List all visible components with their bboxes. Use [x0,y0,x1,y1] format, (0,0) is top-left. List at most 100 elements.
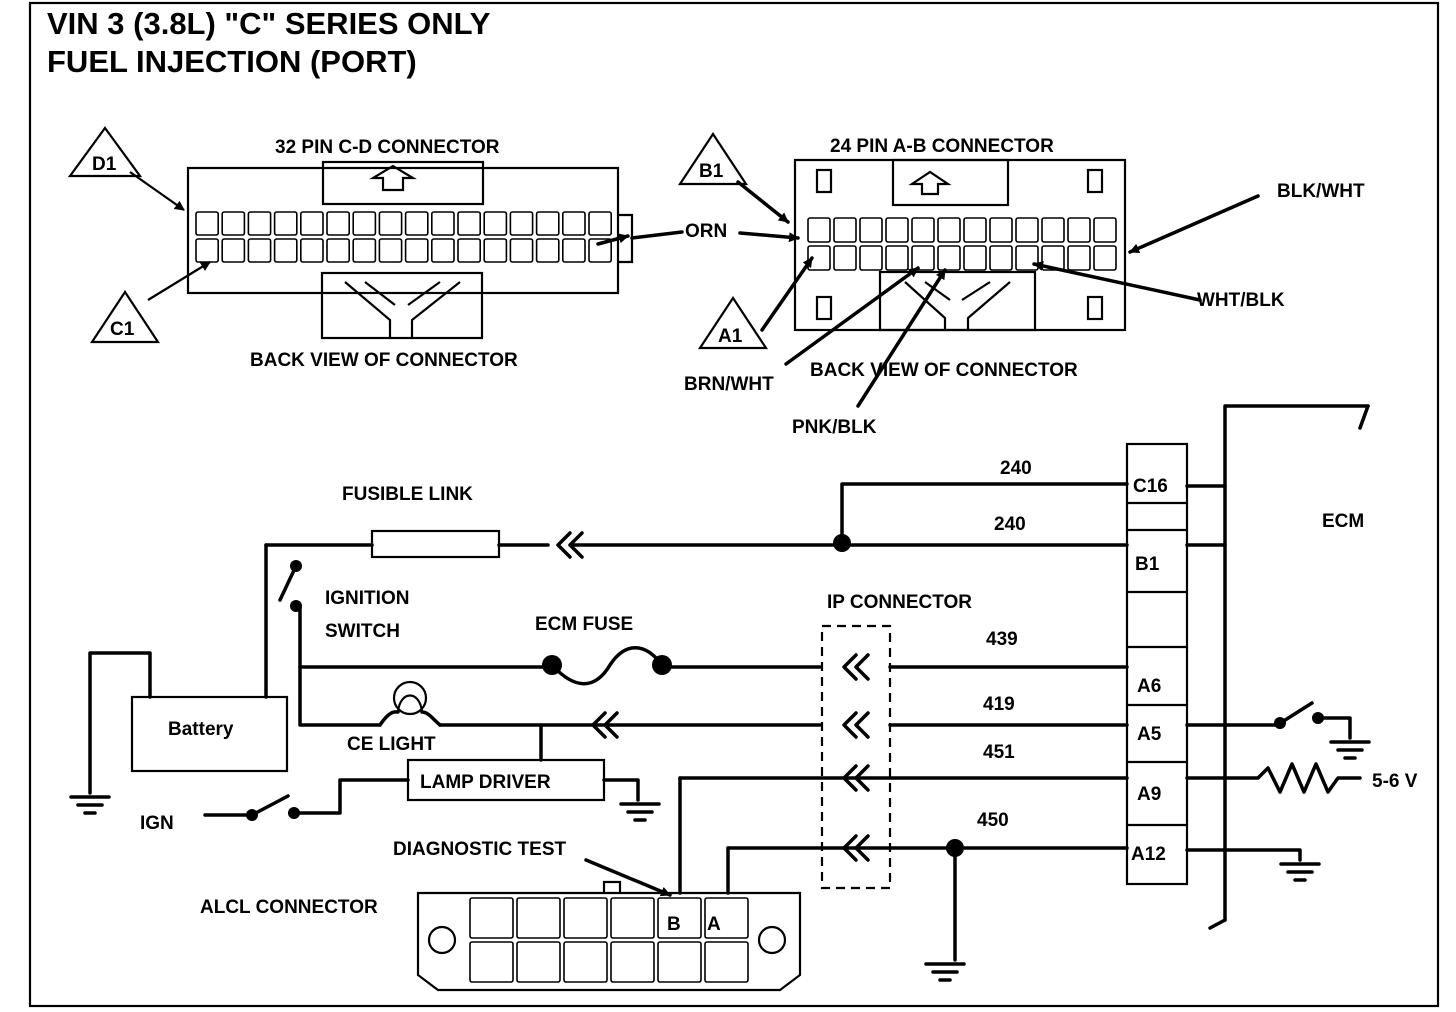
lamp-driver-ground-icon [619,802,661,822]
ecm-pin-b1: B1 [1135,554,1160,575]
connector-ab-arrow-icon [908,170,952,196]
pin-cell [535,211,560,236]
wire-color-blk-wht: BLK/WHT [1277,181,1365,202]
ip-connector-label: IP CONNECTOR [827,592,972,613]
wire-color-brn-wht: BRN/WHT [684,374,774,395]
connector-cd-pin-grid [195,211,613,263]
alcl-pin-a: A [707,914,721,935]
connector-ab-body [793,158,1127,332]
connector-24-pin-ab: 24 PIN A-B CONNECTOR BACK VIEW OF CONNEC… [596,132,1365,438]
connector-cd-caption: BACK VIEW OF CONNECTOR [250,350,518,371]
fusible-link [370,529,501,559]
pin-cell [563,941,608,983]
pin-cell [833,217,857,243]
connector-ab-marker-a1 [697,296,769,350]
pin-cell [588,211,613,236]
battery-box [130,695,289,773]
diagram-title-line2: FUEL INJECTION (PORT) [47,44,417,79]
pin-cell [561,238,586,263]
pin-cell [1093,245,1117,271]
connector-cd-marker-d1 [67,126,143,178]
pin-cell [430,211,455,236]
connector-cd-latch [320,271,484,340]
ecm-boundary [1223,404,1370,922]
connector-ab-caption: BACK VIEW OF CONNECTOR [810,360,1078,381]
connector-32-pin-cd: 32 PIN C-D CONNECTOR BACK VIEW OF CONNEC… [67,126,634,371]
alcl-connector-label: ALCL CONNECTOR [200,897,378,918]
pin-cell [247,238,272,263]
ecm-ground-icon [1279,862,1321,882]
ignition-switch-blade [278,564,298,602]
pin-cell [937,217,961,243]
pin-cell [195,211,220,236]
pin-cell [483,211,508,236]
pin-cell [535,238,560,263]
pin-cell [963,245,987,271]
pin-cell [657,941,702,983]
connector-cd-body [186,166,620,295]
pin-cell [1015,245,1039,271]
pin-cell [1093,217,1117,243]
diagnostic-test-label: DIAGNOSTIC TEST [393,839,567,860]
connector-ab-key [891,158,1010,207]
pin-cell [911,245,935,271]
pin-cell [404,238,429,263]
pin-cell [859,217,883,243]
battery-label: Battery [168,719,234,740]
pin-cell [247,211,272,236]
ecm-fuse-terminal-right [652,655,672,675]
marker-b1-label: B1 [699,161,724,182]
pin-cell [1041,245,1065,271]
pin-cell [469,897,514,939]
pin-cell [657,897,702,939]
wire-number-240-top: 240 [1000,458,1032,479]
pin-cell [299,211,324,236]
pin-cell [1067,217,1091,243]
connector-cd-marker-c1 [89,290,161,344]
ignition-switch-label-1: IGNITION [325,588,409,609]
lamp-driver-label: LAMP DRIVER [420,772,551,793]
wire-number-240-bottom: 240 [994,514,1026,535]
pin-cell [937,245,961,271]
pin-cell [483,238,508,263]
pin-cell [516,897,561,939]
pin-cell [404,211,429,236]
pin-cell [516,941,561,983]
wire-number-450: 450 [977,810,1009,831]
pin-cell [963,217,987,243]
connector-ab-marker-b1 [677,132,749,186]
connector-cd-arrow-icon [369,164,417,192]
pin-cell [859,245,883,271]
connector-cd-title: 32 PIN C-D CONNECTOR [275,137,500,158]
page-border [28,1,1440,1008]
pin-cell [807,217,831,243]
diagram-title-line1: VIN 3 (3.8L) "C" SERIES ONLY [47,6,491,41]
ecm-fuse-label: ECM FUSE [535,614,633,635]
pin-cell [352,211,377,236]
pin-cell [588,238,613,263]
ecm-label: ECM [1322,511,1364,532]
ecm-pin-a12: A12 [1131,844,1166,865]
pin-cell [1041,217,1065,243]
alcl-pin-grid [469,897,749,983]
pin-cell [561,211,586,236]
ecm-pin-c16: C16 [1133,476,1168,497]
wire-color-wht-blk: WHT/BLK [1197,290,1285,311]
pin-cell [378,238,403,263]
pin-cell [610,897,655,939]
pin-cell [885,245,909,271]
pin-cell [221,238,246,263]
pin-cell [326,211,351,236]
ecm-pin-a6: A6 [1137,676,1161,697]
pin-cell [509,238,534,263]
pin-cell [610,941,655,983]
pin-cell [1015,217,1039,243]
pin-cell [989,245,1013,271]
pin-cell [378,211,403,236]
pin-cell [911,217,935,243]
connector-cd-key [321,160,485,206]
pin-cell [195,238,220,263]
pin-cell [833,245,857,271]
wire-color-orn: ORN [685,221,727,242]
